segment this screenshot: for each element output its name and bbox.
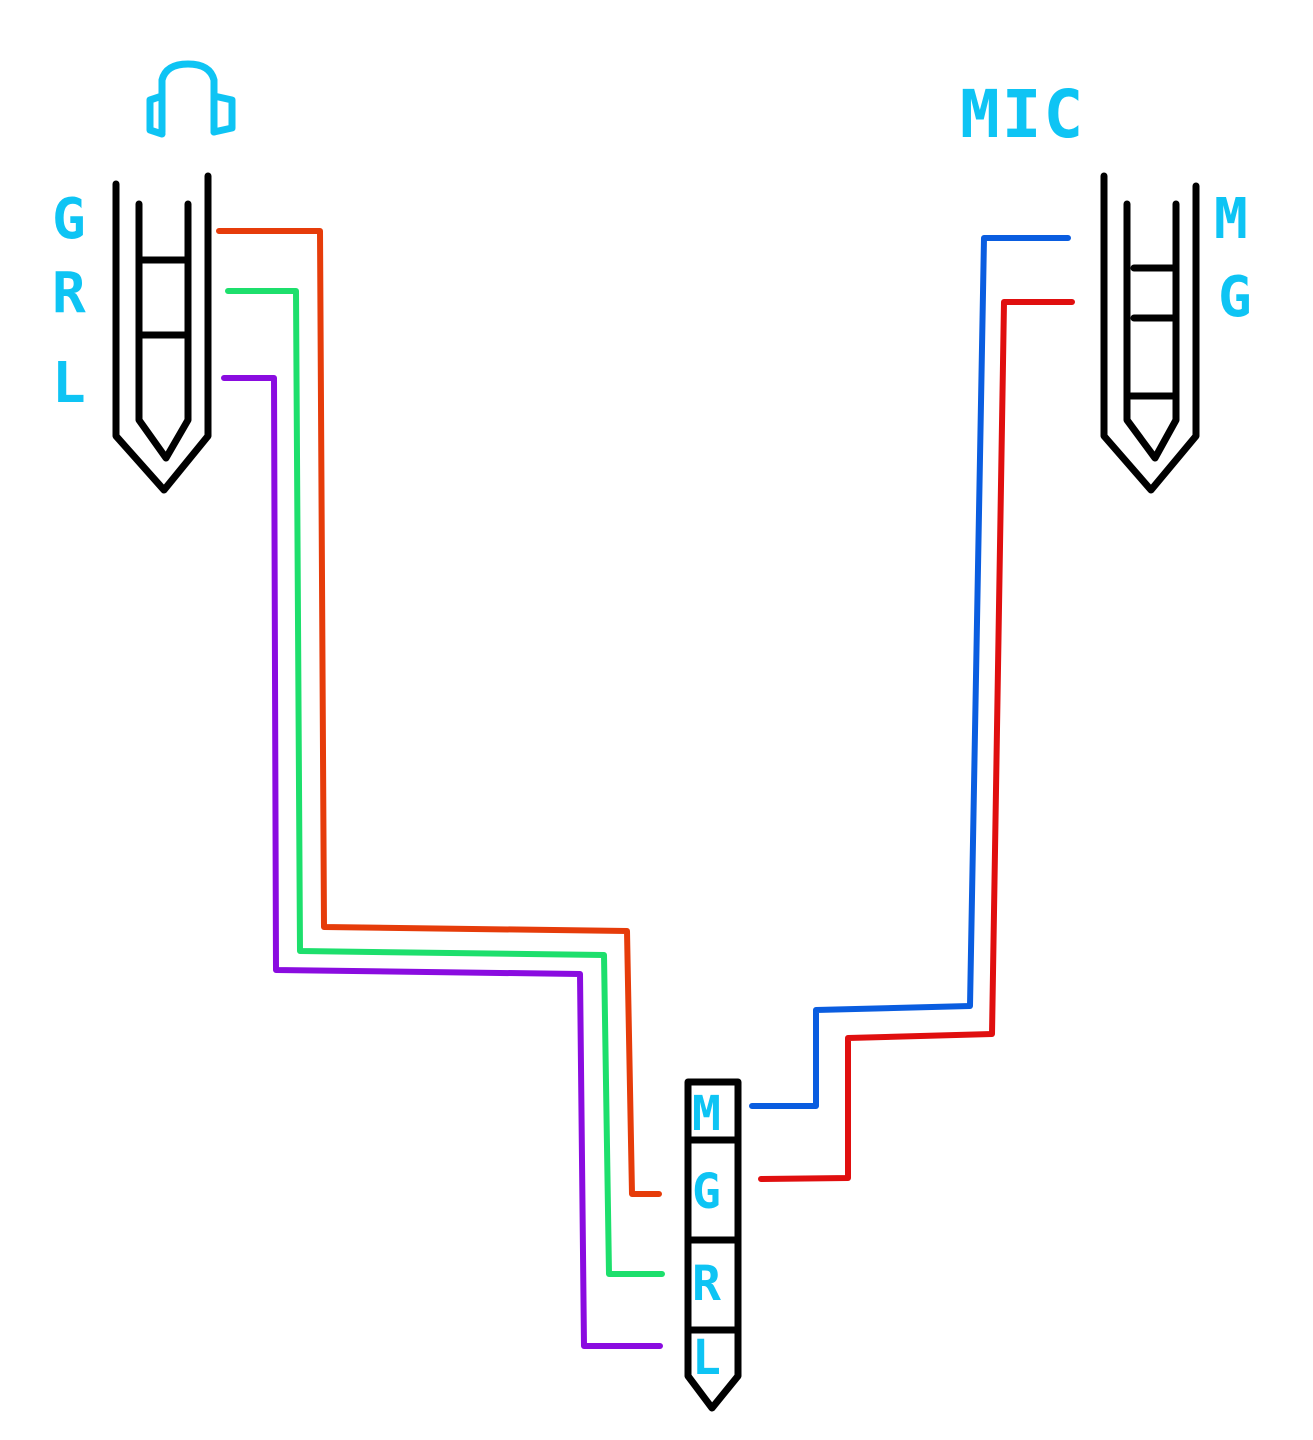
combined-pin-mic-label: M: [692, 1086, 721, 1142]
mic-pin-mic-label: M: [1214, 187, 1248, 252]
wire-headphone-right: [225, 288, 665, 1277]
mic-jack: [1100, 172, 1200, 494]
headphone-pin-ground-label: G: [52, 187, 86, 252]
wire-mic-ground: [758, 299, 1075, 1182]
mic-pin-ground-label: G: [1218, 265, 1252, 330]
wire-mic-signal: [749, 235, 1071, 1109]
combined-jack: [684, 1078, 742, 1412]
headphone-pin-left-label: L: [52, 351, 86, 416]
combined-pin-left-label: L: [692, 1330, 721, 1386]
mic-title: MIC: [960, 76, 1086, 153]
combined-pin-right-label: R: [692, 1256, 721, 1312]
wire-headphone-left: [221, 375, 663, 1349]
wire-headphone-ground: [216, 228, 662, 1197]
headphone-jack: [112, 172, 212, 494]
headphones-icon: [146, 60, 236, 138]
combined-pin-ground-label: G: [692, 1164, 721, 1220]
headphone-pin-right-label: R: [52, 261, 86, 326]
